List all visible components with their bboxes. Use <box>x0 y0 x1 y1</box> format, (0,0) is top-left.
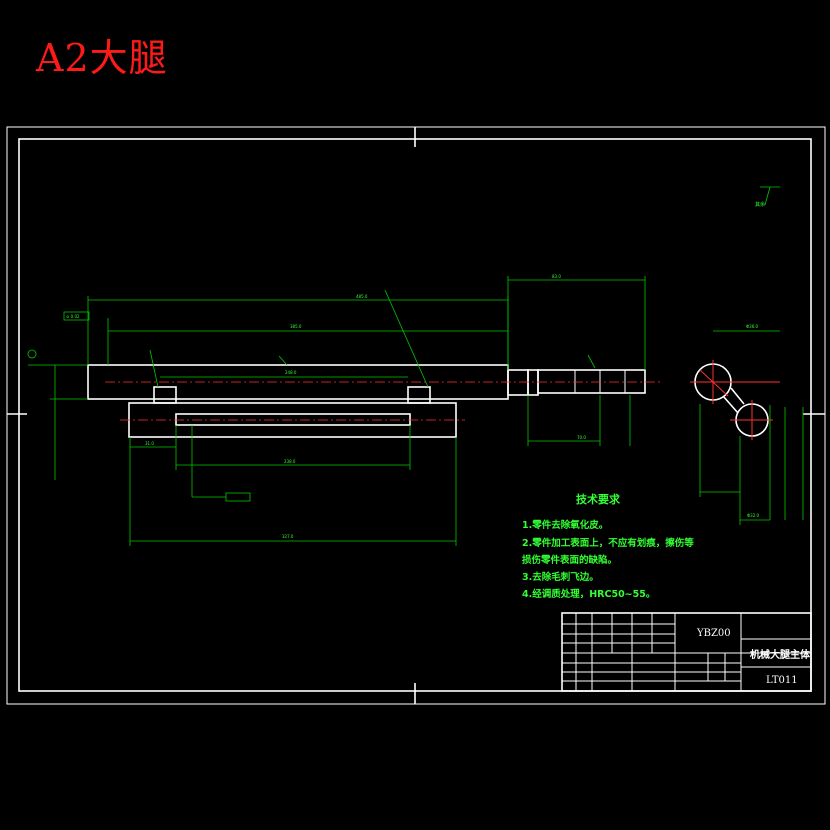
main-view <box>87 364 660 438</box>
tech-item-4: 3.去除毛刺飞边。 <box>522 571 599 583</box>
tech-heading: 技术要求 <box>576 492 621 506</box>
svg-text:31.0: 31.0 <box>145 441 154 446</box>
tech-item-3: 损伤零件表面的缺陷。 <box>522 554 617 566</box>
sheet-title: A2大腿 <box>36 36 168 80</box>
main-dimensions: 485.0 385.0 248.0 31.0 238.0 327.0 83.0 … <box>27 274 646 546</box>
svg-text:Φ36.0: Φ36.0 <box>746 324 759 329</box>
section-view: 其余 Φ36.0 Φ32.0 <box>690 186 804 525</box>
svg-text:485.0: 485.0 <box>356 294 368 299</box>
surface-mark-label: 其余 <box>755 201 765 208</box>
tech-item-1: 1.零件去除氧化皮。 <box>522 519 608 531</box>
tech-item-2: 2.零件加工表面上，不应有划痕，擦伤等 <box>522 537 694 549</box>
part-name: 机械大腿主体 <box>750 648 811 661</box>
drawing-no: LT011 <box>766 675 798 686</box>
svg-text:327.0: 327.0 <box>282 534 294 539</box>
sheet-border <box>6 126 826 705</box>
material: YBZ00 <box>696 628 731 639</box>
svg-text:83.0: 83.0 <box>552 274 561 279</box>
svg-text:70.0: 70.0 <box>577 435 586 440</box>
tech-item-5: 4.经调质处理，HRC50~55。 <box>522 588 655 600</box>
svg-text:238.0: 238.0 <box>284 459 296 464</box>
svg-text:385.0: 385.0 <box>290 324 302 329</box>
tech-requirements: 技术要求 1.零件去除氧化皮。 2.零件加工表面上，不应有划痕，擦伤等 损伤零件… <box>522 492 694 600</box>
svg-text:Φ32.0: Φ32.0 <box>747 513 760 518</box>
svg-text:⊘ 0.02: ⊘ 0.02 <box>66 314 80 319</box>
title-block: YBZ00 机械大腿主体 LT011 <box>561 612 812 692</box>
svg-text:248.0: 248.0 <box>285 370 297 375</box>
